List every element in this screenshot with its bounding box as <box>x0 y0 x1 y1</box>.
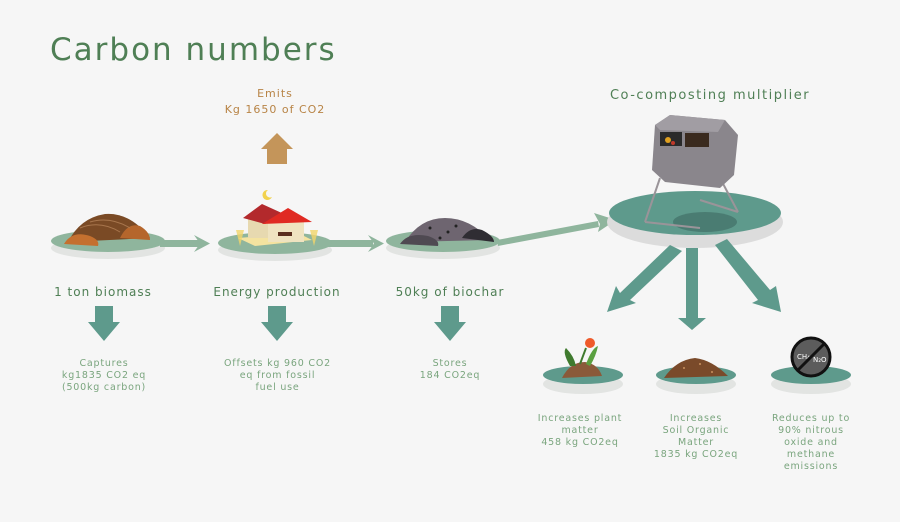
step-desc-energy: Offsets kg 960 CO2 eq from fossil fuel u… <box>215 358 340 394</box>
desc-line: Stores <box>432 358 468 369</box>
svg-text:N₂O: N₂O <box>813 356 827 364</box>
desc-line: (500kg carbon) <box>61 382 147 393</box>
desc-line: Increases plant <box>537 413 623 424</box>
desc-line: 1835 kg CO2eq <box>653 449 739 460</box>
biochar-pile-icon <box>400 218 494 246</box>
outcome-desc-emissions: Reduces up to 90% nitrous oxide and meth… <box>761 413 861 473</box>
step-desc-biomass: Captures kg1835 CO2 eq (500kg carbon) <box>54 358 154 394</box>
desc-line: kg1835 CO2 eq <box>61 370 147 381</box>
multiplier-title: Co-composting multiplier <box>609 88 811 103</box>
emits-up-arrow-icon <box>261 133 293 164</box>
step-label-biochar: 50kg of biochar <box>395 285 505 299</box>
step-desc-biochar: Stores 184 CO2eq <box>405 358 495 382</box>
flow-arrow-icon <box>594 213 616 232</box>
step-label-energy: Energy production <box>213 285 341 299</box>
moon-icon <box>262 189 272 200</box>
outcome-arrow-icon <box>607 245 682 312</box>
down-arrow-icon <box>88 306 120 341</box>
page-title: Carbon numbers <box>50 32 337 68</box>
biomass-pile-icon <box>64 213 150 246</box>
desc-line: oxide and <box>784 437 838 448</box>
flow-arrow-icon <box>368 235 384 252</box>
flow-arrow-icon <box>194 235 210 252</box>
no-emissions-icon: CH₄ N₂O <box>790 336 832 378</box>
desc-line: 458 kg CO2eq <box>541 437 619 448</box>
house-icon <box>236 189 318 246</box>
desc-line: matter <box>561 425 599 436</box>
desc-line: methane <box>786 449 836 460</box>
down-arrow-icon <box>434 306 466 341</box>
outcome-arrow-icon <box>678 248 706 330</box>
desc-line: 90% nitrous <box>778 425 844 436</box>
soil-icon <box>664 358 728 378</box>
down-arrow-icon <box>261 306 293 341</box>
outcome-desc-soil: Increases Soil Organic Matter 1835 kg CO… <box>646 413 746 461</box>
desc-line: fuel use <box>255 382 300 393</box>
emits-value: Kg 1650 of CO2 <box>224 103 326 116</box>
outcome-desc-plant: Increases plant matter 458 kg CO2eq <box>530 413 630 449</box>
svg-text:CH₄: CH₄ <box>797 353 810 361</box>
desc-line: eq from fossil <box>239 370 316 381</box>
desc-line: emissions <box>783 461 839 472</box>
outcome-arrow-icon <box>715 239 781 312</box>
emits-label: Emits Kg 1650 of CO2 <box>215 86 335 118</box>
desc-line: Offsets kg 960 CO2 <box>224 358 331 369</box>
plant-icon <box>562 338 602 378</box>
emits-line: Emits <box>257 87 293 100</box>
desc-line: Increases <box>669 413 723 424</box>
desc-line: Soil Organic <box>662 425 730 436</box>
desc-line: 184 CO2eq <box>419 370 481 381</box>
desc-line: Captures <box>79 358 129 369</box>
step-label-biomass: 1 ton biomass <box>54 285 152 299</box>
compost-tumbler-icon <box>644 115 739 229</box>
desc-line: Reduces up to <box>771 413 851 424</box>
desc-line: Matter <box>677 437 715 448</box>
